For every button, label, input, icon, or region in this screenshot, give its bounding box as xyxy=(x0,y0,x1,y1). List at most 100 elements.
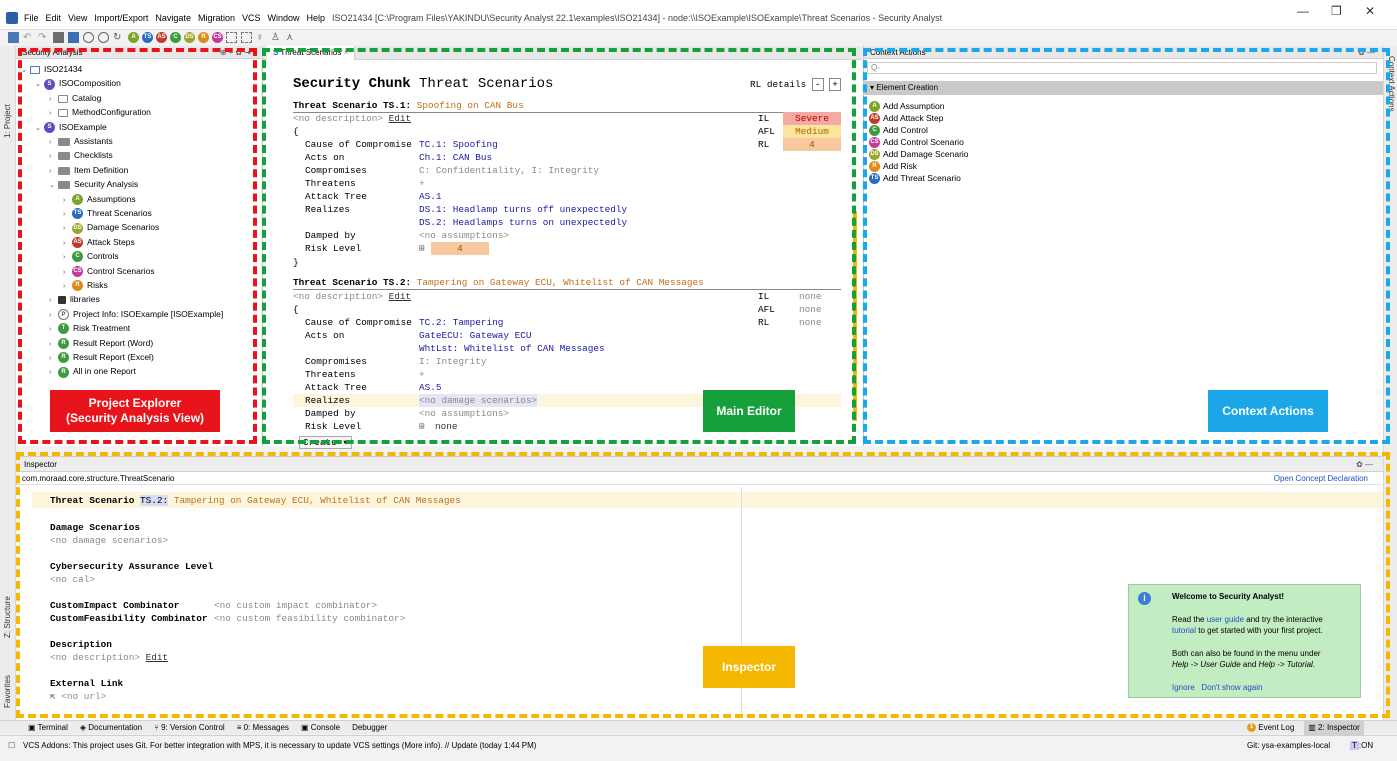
console-tab[interactable]: ▣ Console xyxy=(300,723,341,732)
property-value[interactable]: + xyxy=(419,369,425,380)
control-scenario-icon[interactable]: CS xyxy=(212,31,223,43)
tree-item[interactable]: ›Checklists xyxy=(16,148,261,164)
chevron-right-icon[interactable]: › xyxy=(49,369,52,377)
user2-icon[interactable] xyxy=(98,31,109,43)
structure-side-tab[interactable]: Z: Structure xyxy=(3,596,12,638)
external-link-value[interactable]: ⇱ <no url> xyxy=(50,691,107,702)
property-value[interactable]: GateECU: Gateway ECU xyxy=(419,330,532,341)
minimize-button[interactable]: — xyxy=(1297,4,1309,18)
tree-item[interactable]: ›Catalog xyxy=(16,91,261,107)
expand-risk-icon[interactable]: ⊞ xyxy=(419,421,425,432)
chevron-right-icon[interactable]: › xyxy=(49,153,52,161)
chevron-right-icon[interactable]: › xyxy=(49,139,52,146)
pin-icon[interactable]: ♀ xyxy=(256,31,264,43)
property-value[interactable]: AS.5 xyxy=(419,382,442,393)
property-value[interactable]: 4 xyxy=(431,242,489,255)
chevron-right-icon[interactable]: › xyxy=(49,311,52,319)
expand-risk-icon[interactable]: ⊞ xyxy=(419,243,425,254)
property-value[interactable]: AS.1 xyxy=(419,191,442,202)
property-value[interactable]: DS.2: Headlamps turns on unexpectedly xyxy=(419,217,628,228)
custom-impact-value[interactable]: <no custom impact combinator> xyxy=(214,600,378,611)
inspector-tab[interactable]: ▥ 2: Inspector xyxy=(1304,721,1364,735)
create-dropdown[interactable]: Create ▾ xyxy=(299,436,353,449)
chevron-right-icon[interactable]: › xyxy=(63,239,66,247)
property-value[interactable]: + xyxy=(419,178,425,189)
table-icon[interactable] xyxy=(68,31,79,43)
grid-icon[interactable] xyxy=(226,31,237,43)
chevron-right-icon[interactable]: › xyxy=(49,297,52,305)
redo-icon[interactable]: ↷ xyxy=(38,31,47,43)
chevron-right-icon[interactable]: › xyxy=(49,95,52,103)
chevron-down-icon[interactable]: ⌄ xyxy=(21,67,27,74)
chevron-right-icon[interactable]: › xyxy=(49,355,52,362)
context-actions-settings-icon[interactable]: ✿ — xyxy=(1358,48,1375,57)
chevron-down-icon[interactable]: ⌄ xyxy=(35,124,41,132)
undo-icon[interactable]: ↶ xyxy=(23,31,32,43)
description-edit-link[interactable]: Edit xyxy=(145,652,169,663)
chevron-right-icon[interactable]: › xyxy=(63,283,66,290)
build-icon[interactable] xyxy=(53,31,64,43)
ts1-edit-link[interactable]: Edit xyxy=(388,113,412,124)
damage-scenario-icon[interactable]: DS xyxy=(184,31,195,43)
user-guide-link[interactable]: user guide xyxy=(1206,615,1245,624)
property-value[interactable]: I: Integrity xyxy=(419,356,487,367)
open-concept-declaration-link[interactable]: Open Concept Declaration xyxy=(1273,474,1368,483)
context-actions-side-tab[interactable]: Context Actions xyxy=(1387,56,1396,112)
damage-scenarios-value[interactable]: <no damage scenarios> xyxy=(50,535,169,546)
property-value[interactable]: <no damage scenarios> xyxy=(419,394,538,407)
menu-migration[interactable]: Migration xyxy=(197,13,235,23)
menu-import-export[interactable]: Import/Export xyxy=(94,13,149,23)
tree-item[interactable]: ›MethodConfiguration xyxy=(16,105,261,121)
rl-collapse-button[interactable]: - xyxy=(811,78,824,91)
documentation-tab[interactable]: ◈ Documentation xyxy=(79,723,143,732)
ts2-header[interactable]: Threat Scenario TS.2: Tampering on Gatew… xyxy=(293,276,841,290)
terminal-tab[interactable]: ▣ Terminal xyxy=(28,723,68,732)
status-message[interactable]: VCS Addons: This project uses Git. For b… xyxy=(23,741,537,750)
threat-scenario-icon[interactable]: TS xyxy=(142,31,153,43)
chevron-right-icon[interactable]: › xyxy=(63,254,66,262)
property-value[interactable]: C: Confidentiality, I: Integrity xyxy=(419,165,600,176)
property-value[interactable]: TC.1: Spoofing xyxy=(419,139,498,150)
version-control-tab[interactable]: ⑂ 9: Version Control xyxy=(154,723,225,732)
menu-view[interactable]: View xyxy=(68,13,88,23)
property-value[interactable]: DS.1: Headlamp turns off unexpectedly xyxy=(419,204,628,215)
user-icon[interactable] xyxy=(83,31,94,43)
dont-show-again-link[interactable]: Don't show again xyxy=(1201,683,1263,692)
editor-tab-threat-scenarios[interactable]: S Threat Scenarios × xyxy=(267,46,356,60)
vcs-on-indicator[interactable]: T:ON xyxy=(1350,741,1374,750)
menu-window[interactable]: Window xyxy=(267,13,300,23)
chevron-right-icon[interactable]: › xyxy=(49,340,52,348)
chevron-right-icon[interactable]: › xyxy=(49,326,52,334)
chevron-down-icon[interactable]: ⌄ xyxy=(35,81,41,89)
chevron-right-icon[interactable]: › xyxy=(63,196,66,204)
cal-value[interactable]: <no cal> xyxy=(50,574,96,585)
assumption-icon[interactable]: A xyxy=(128,31,139,43)
tutorial-link[interactable]: tutorial xyxy=(1172,626,1197,635)
person-icon[interactable]: ♙ xyxy=(271,31,280,43)
messages-tab[interactable]: ≡ 0: Messages xyxy=(236,723,289,732)
maximize-button[interactable]: ❐ xyxy=(1331,4,1342,18)
tree-item[interactable]: ›libraries xyxy=(16,292,261,308)
editor-scroll-marker[interactable] xyxy=(853,211,857,421)
chevron-down-icon[interactable]: ⌄ xyxy=(49,182,55,190)
menu-edit[interactable]: Edit xyxy=(45,13,62,23)
inspector-header-line[interactable]: Threat Scenario TS.2: Tampering on Gatew… xyxy=(50,495,461,506)
git-branch[interactable]: Git: ysa-examples-local xyxy=(1247,741,1331,750)
property-value[interactable]: <no assumptions> xyxy=(419,230,510,241)
menu-help[interactable]: Help xyxy=(306,13,326,23)
property-value[interactable]: <no assumptions> xyxy=(419,408,510,419)
